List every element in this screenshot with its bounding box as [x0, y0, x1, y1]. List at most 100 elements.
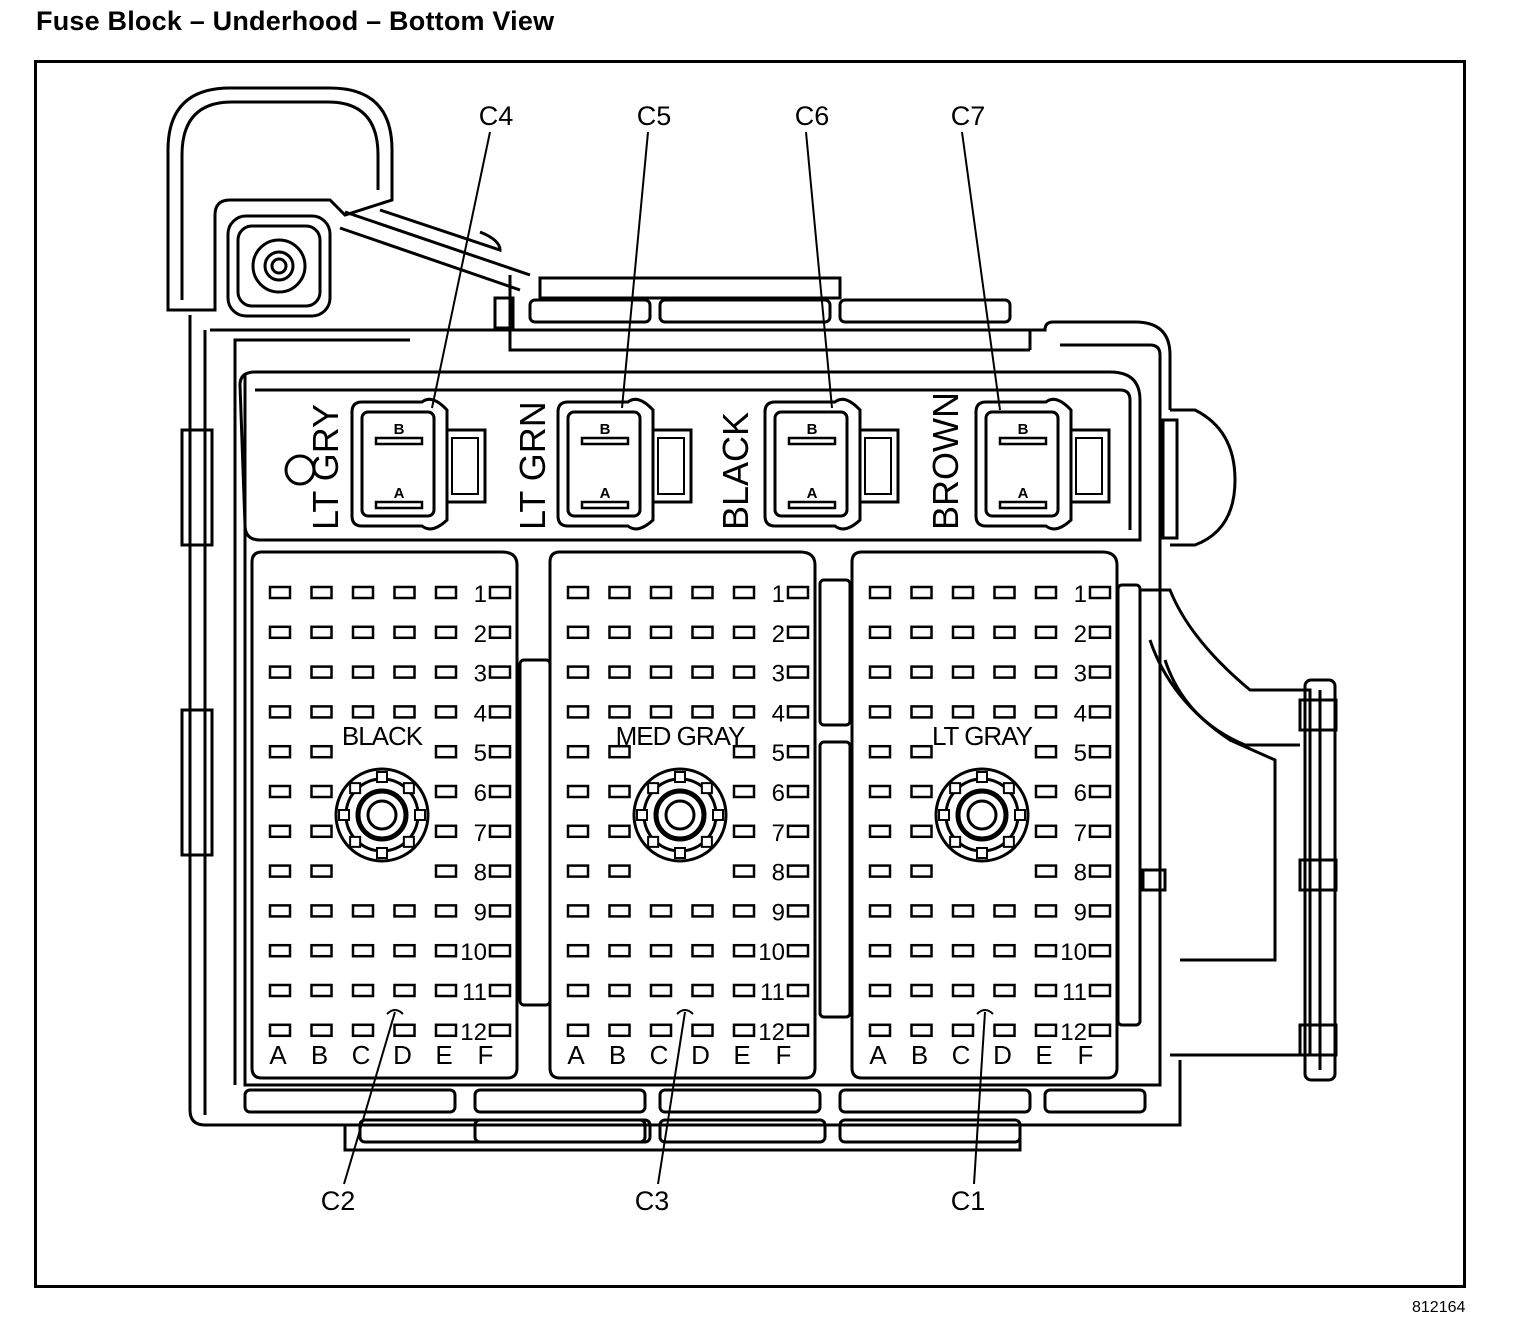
cavity [393, 904, 416, 918]
cavity [310, 1023, 333, 1038]
connector-color-label: BLACK [342, 721, 424, 751]
callout-c5: C5 [637, 101, 672, 131]
cavity [868, 625, 892, 640]
cavity [488, 665, 512, 679]
cavity [310, 943, 333, 958]
connector-shell [350, 397, 449, 531]
cavity [488, 983, 512, 998]
connector-latch-inner [1075, 437, 1103, 495]
cavity [1034, 665, 1058, 679]
cavity [732, 585, 756, 600]
row-label: 5 [474, 740, 487, 767]
bolt-tab [402, 835, 415, 848]
cavity [488, 1023, 512, 1038]
bolt-tab [647, 782, 660, 795]
cavity [434, 864, 458, 878]
cavity [910, 705, 933, 719]
connector-body [566, 410, 642, 518]
cavity [649, 1023, 673, 1038]
leader-line-c6 [805, 131, 833, 409]
column-label: E [435, 1040, 452, 1070]
cavity [268, 943, 292, 958]
cavity [268, 665, 292, 679]
cavity [310, 904, 333, 918]
cavity [910, 824, 933, 839]
cavity [488, 625, 512, 640]
column-label: A [869, 1040, 887, 1070]
cavity [434, 943, 458, 958]
cavity [732, 824, 756, 839]
row-label: 10 [758, 939, 785, 966]
cavity [608, 665, 631, 679]
cavity [732, 864, 756, 878]
pin-label-a: A [1018, 485, 1029, 502]
cavity [951, 705, 975, 719]
connector-latch [1069, 428, 1111, 504]
callout-c7: C7 [951, 101, 986, 131]
cavity [434, 705, 458, 719]
leader-tick [386, 1009, 404, 1015]
cavity [951, 943, 975, 958]
bolt-tab [376, 847, 388, 859]
cavity [434, 1023, 458, 1038]
cavity [1034, 983, 1058, 998]
cavity [393, 585, 416, 600]
connector-color-label: MED GRAY [616, 721, 745, 751]
connector-body [360, 410, 436, 518]
cavity [868, 784, 892, 799]
cavity [951, 625, 975, 640]
cavity [1034, 824, 1058, 839]
bolt-tab [338, 809, 350, 821]
row-label: 11 [1062, 979, 1087, 1006]
pin-slot-a [374, 500, 424, 510]
row-label: 10 [460, 939, 487, 966]
cavity [868, 1023, 892, 1038]
bolt-tab [376, 771, 388, 783]
cavity [393, 625, 416, 640]
cavity [393, 1023, 416, 1038]
cavity [268, 1023, 292, 1038]
bolt-tab [700, 782, 713, 795]
cavity [993, 625, 1016, 640]
row-label: 12 [1060, 1019, 1087, 1046]
cavity [786, 625, 810, 640]
row-label: 11 [760, 979, 785, 1006]
column-label: A [269, 1040, 287, 1070]
cavity [951, 904, 975, 918]
cavity [868, 705, 892, 719]
connector-latch-inner [451, 437, 479, 495]
connector-color-label: BROWN [925, 392, 966, 530]
cavity [434, 585, 458, 600]
cavity [732, 943, 756, 958]
cavity [608, 585, 631, 600]
cavity [268, 744, 292, 759]
cavity [786, 864, 810, 878]
cavity [993, 665, 1016, 679]
cavity [910, 784, 933, 799]
cavity [732, 665, 756, 679]
cavity [566, 864, 590, 878]
cavity [566, 943, 590, 958]
column-label: D [993, 1040, 1012, 1070]
cavity [649, 904, 673, 918]
pin-slot-a [787, 500, 837, 510]
bolt-tab [674, 771, 686, 783]
cavity [649, 705, 673, 719]
bolt-tab [636, 809, 648, 821]
connector-shell [250, 550, 519, 1080]
cavity [268, 625, 292, 640]
cavity [310, 665, 333, 679]
column-label: C [952, 1040, 971, 1070]
cavity [1034, 784, 1058, 799]
connector-shell [548, 550, 817, 1080]
leader-line-c7 [961, 131, 1001, 411]
cavity [434, 625, 458, 640]
cavity [351, 665, 375, 679]
cavity [310, 824, 333, 839]
cavity [1034, 943, 1058, 958]
pin-slot-b [998, 436, 1048, 446]
